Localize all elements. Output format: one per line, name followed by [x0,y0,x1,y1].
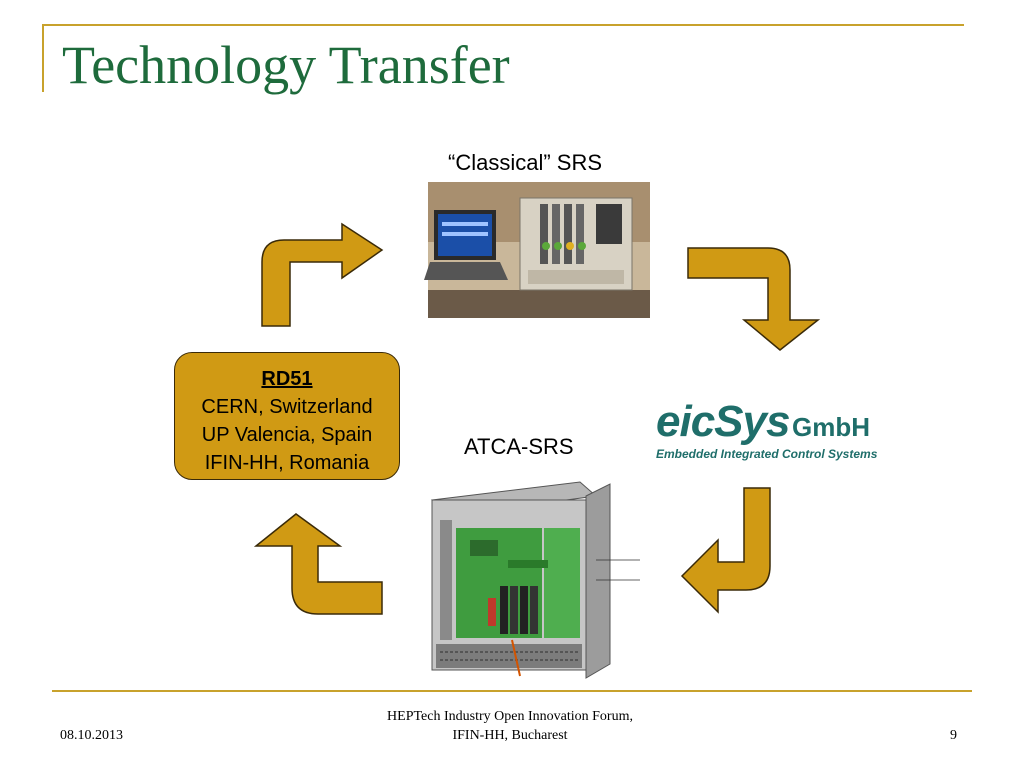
slide-title: Technology Transfer [62,35,510,95]
atca-srs-illustration [430,481,640,679]
arrow-right-down-icon [687,247,821,351]
rd51-heading: RD51 [261,368,313,390]
footer-page-number: 9 [950,728,957,743]
classical-srs-photo [424,182,650,318]
arrow-up-right-icon [261,222,384,327]
arrow-left-up-icon [253,513,383,615]
eicsys-logo-tagline: Embedded Integrated Control Systems [656,447,878,461]
atca-srs-caption: ATCA-SRS [464,434,574,459]
eicsys-logo-name: eicSys [656,397,790,446]
eicsys-logo-suffix: GmbH [792,412,870,442]
footer-event-line2: IFIN-HH, Bucharest [452,728,568,743]
rd51-line-valencia: UP Valencia, Spain [201,424,373,446]
rd51-box: RD51 CERN, Switzerland UP Valencia, Spai… [174,352,400,480]
rd51-line-ifin: IFIN-HH, Romania [204,452,370,474]
footer-rule [52,690,972,692]
rd51-line-cern: CERN, Switzerland [201,396,373,418]
arrow-down-left-icon [680,487,771,614]
footer-event-line1: HEPTech Industry Open Innovation Forum, [387,709,633,724]
classical-srs-caption: “Classical” SRS [448,150,603,175]
frame-left-rule [42,24,44,92]
footer-date: 08.10.2013 [60,728,123,743]
frame-top-rule [44,24,964,26]
